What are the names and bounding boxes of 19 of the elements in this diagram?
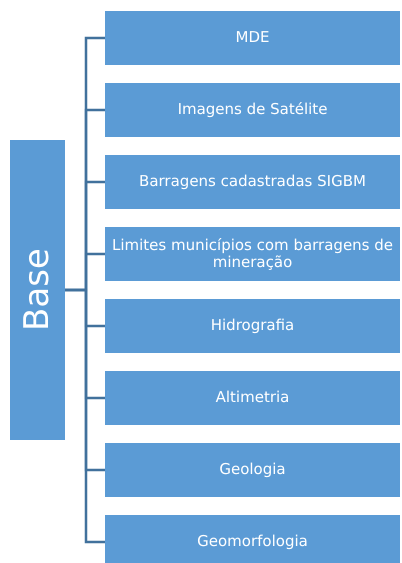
category-box: [105, 83, 400, 137]
category-box: [105, 227, 400, 281]
box-label: Imagens de Satélite: [178, 101, 328, 119]
box-label: Geomorfologia: [197, 533, 308, 551]
category-box: [105, 371, 400, 425]
box-label: Geologia: [219, 461, 286, 479]
box-label: Limites municípios com barragens de mineração: [110, 236, 394, 272]
category-box: [105, 155, 400, 209]
box-label: Altimetria: [216, 389, 290, 407]
box-label: Barragens cadastradas SIGBM: [139, 173, 366, 191]
connector-line: [65, 288, 105, 544]
category-box: [105, 299, 400, 353]
box-label: MDE: [236, 29, 270, 47]
box-label: Base: [18, 248, 58, 332]
category-box: [105, 11, 400, 65]
root-box: [10, 140, 65, 440]
category-box: [105, 515, 400, 563]
category-box: [105, 443, 400, 497]
box-label: Hidrografia: [210, 317, 294, 335]
